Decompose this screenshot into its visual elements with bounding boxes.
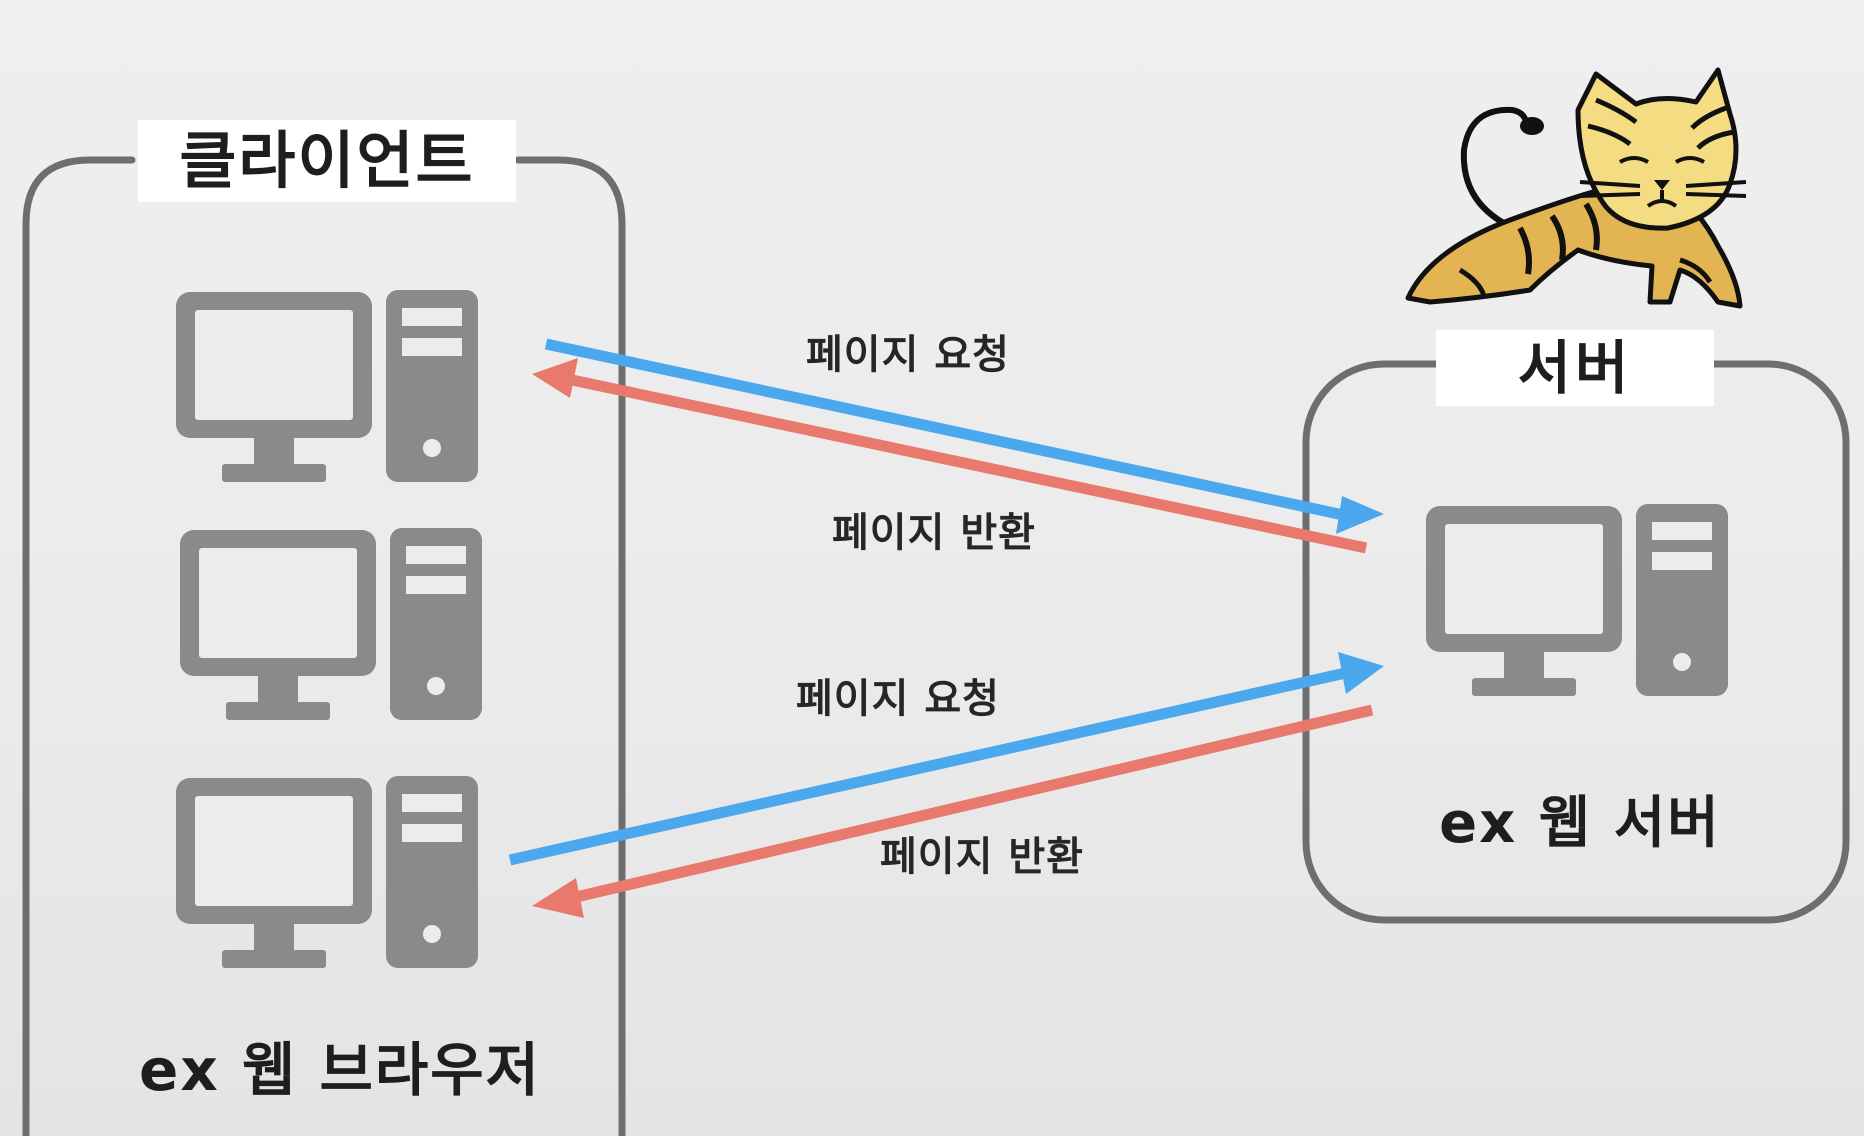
client-box bbox=[22, 156, 626, 1136]
arrow-label-request-2: 페이지 요청 bbox=[796, 676, 1000, 722]
arrow-label-response-2: 페이지 반환 bbox=[880, 834, 1084, 880]
client-caption: ex 웹 브라우저 bbox=[139, 1036, 541, 1104]
client-computer-3 bbox=[176, 776, 478, 968]
server-caption: ex 웹 서버 bbox=[1439, 791, 1721, 856]
arrow-label-request-1: 페이지 요청 bbox=[806, 332, 1010, 378]
arrow-response-2 bbox=[532, 704, 1374, 918]
client-title: 클라이언트 bbox=[138, 120, 516, 202]
arrow-label-response-1: 페이지 반환 bbox=[832, 510, 1036, 556]
arrow-response-1 bbox=[532, 358, 1368, 554]
arrow-request-2 bbox=[508, 652, 1384, 866]
server-title: 서버 bbox=[1436, 330, 1714, 406]
arrow-request-1 bbox=[544, 338, 1384, 534]
tomcat-cat-logo bbox=[1405, 67, 1747, 309]
client-computer-1 bbox=[176, 290, 478, 482]
server-computer bbox=[1426, 504, 1728, 696]
client-computer-2 bbox=[180, 528, 482, 720]
